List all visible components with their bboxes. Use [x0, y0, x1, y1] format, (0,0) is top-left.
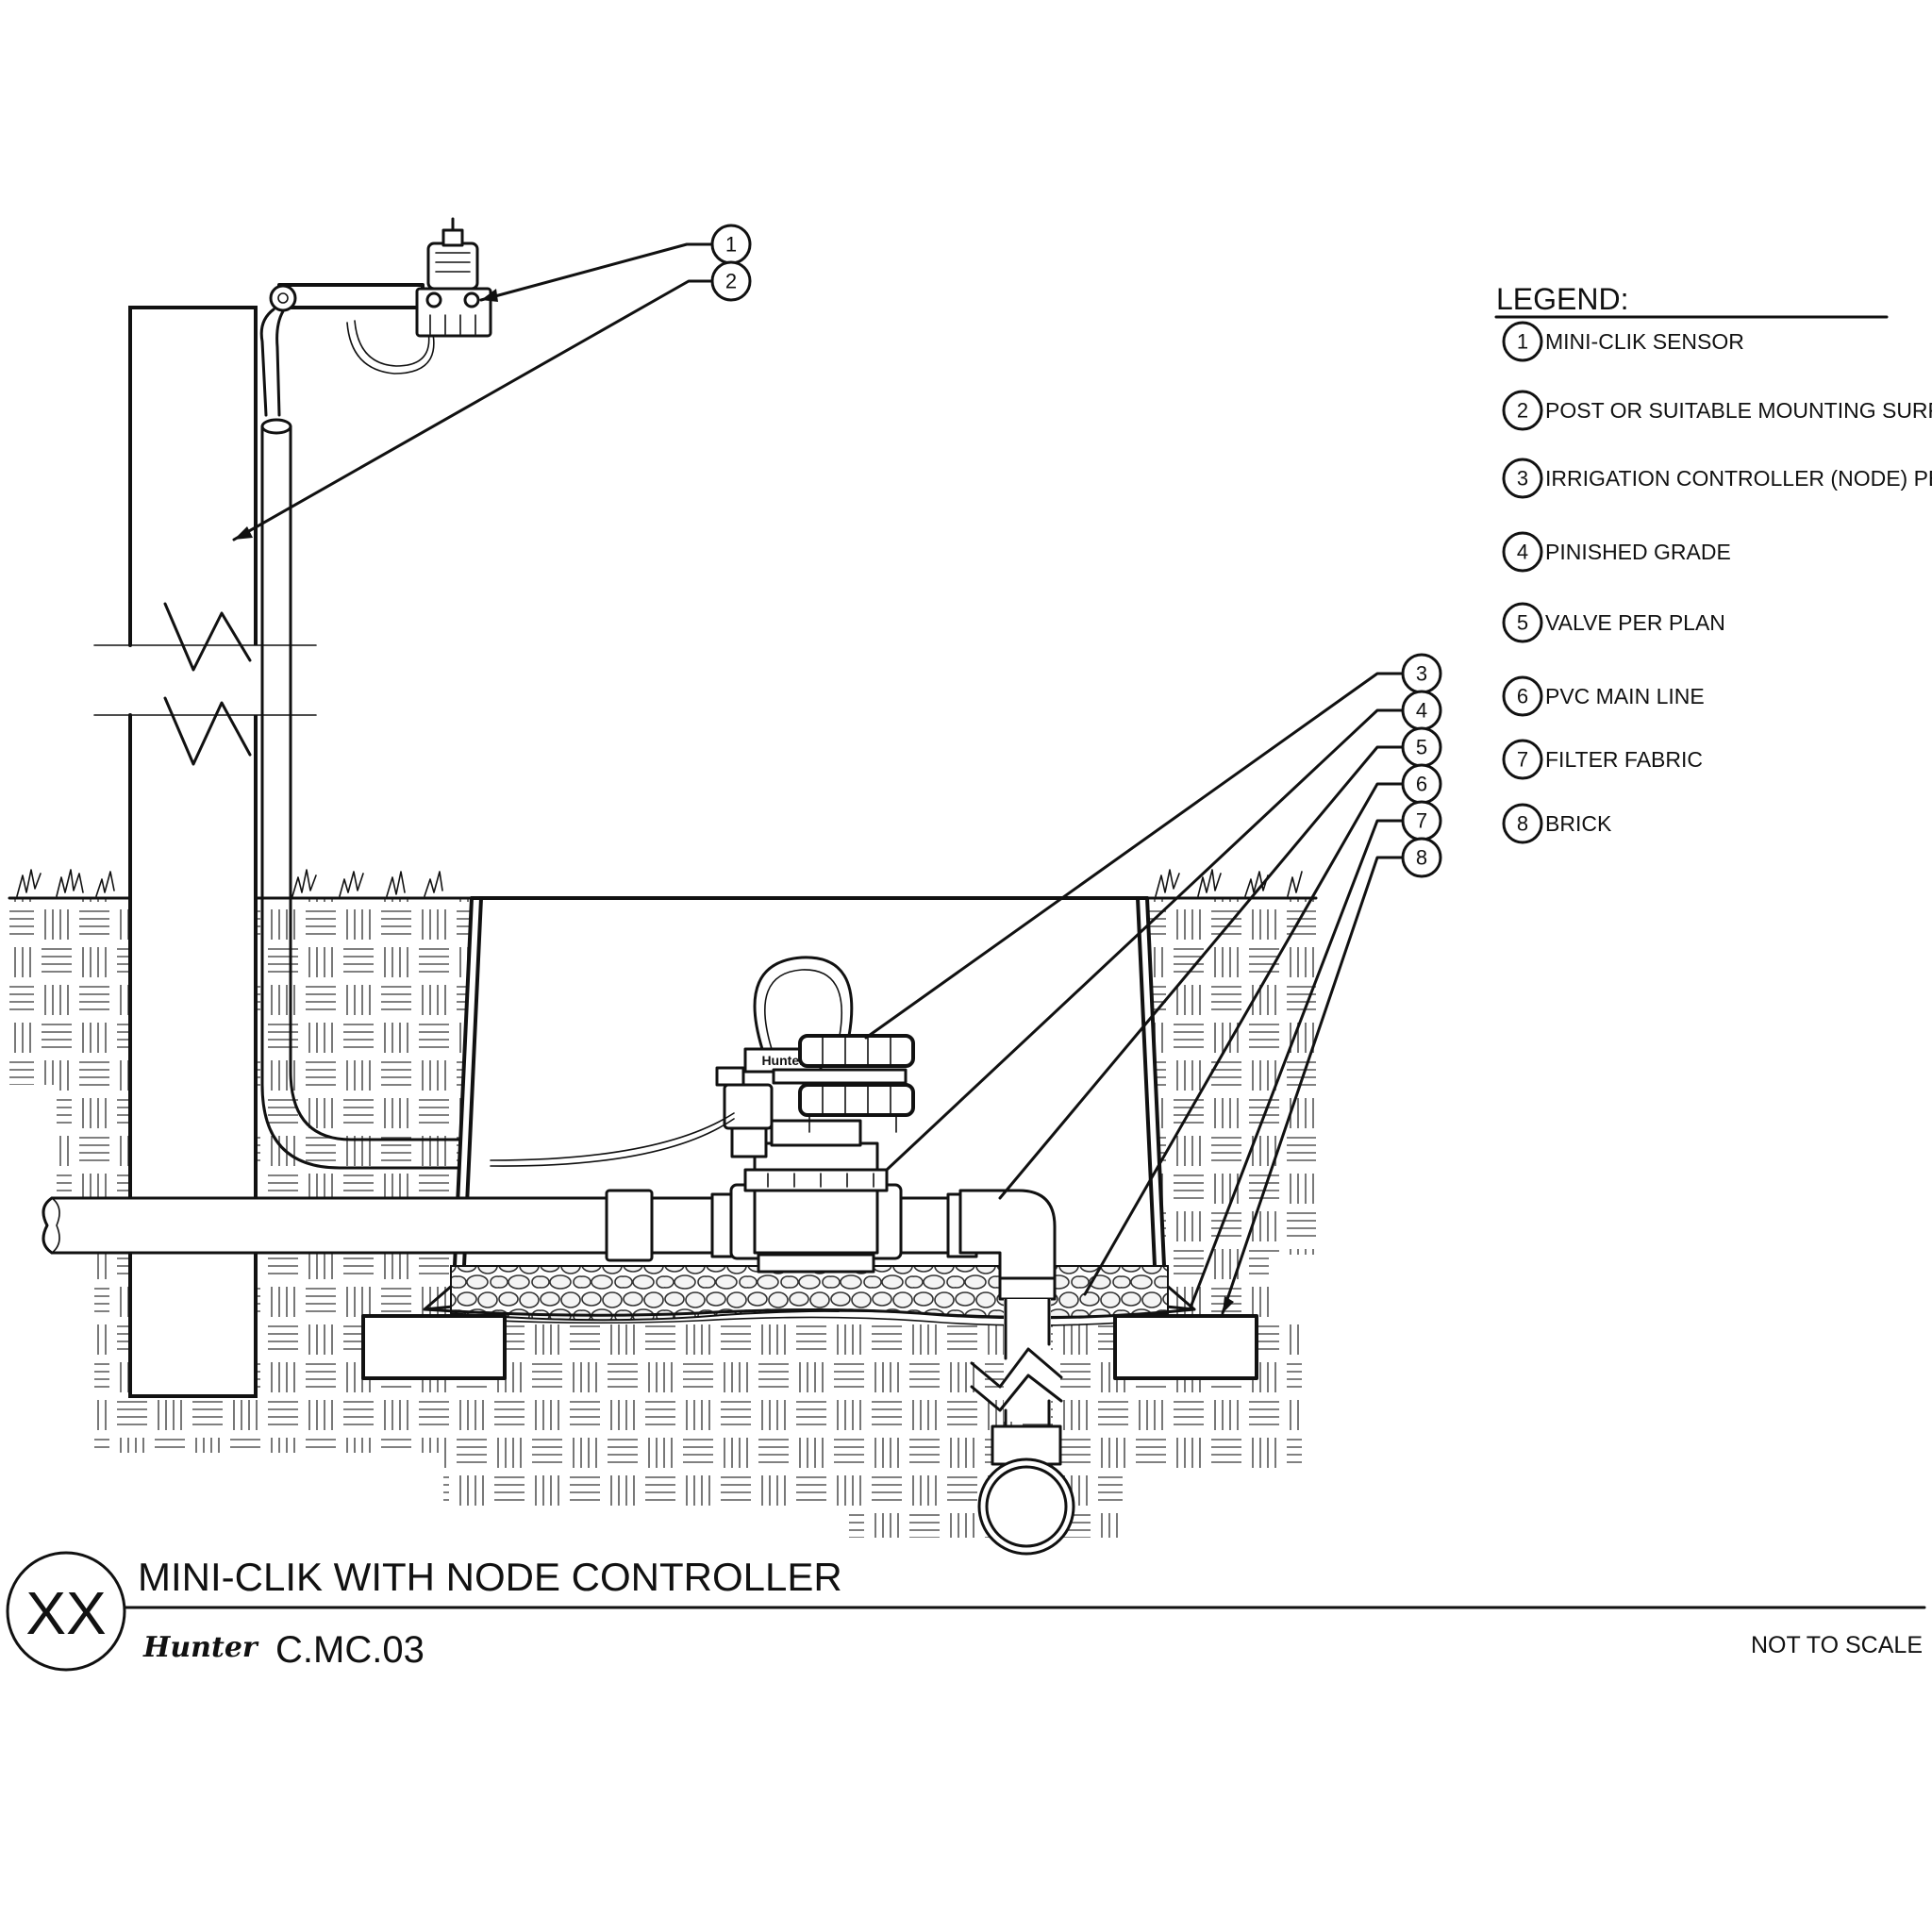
callout-4: 4: [1401, 690, 1442, 731]
controller-brand-label: Hunter: [761, 1053, 805, 1068]
svg-text:7: 7: [1517, 748, 1528, 772]
svg-text:5: 5: [1416, 736, 1427, 759]
svg-text:BRICK: BRICK: [1545, 811, 1612, 836]
legend-item-6: 6 PVC MAIN LINE: [1502, 675, 1705, 717]
svg-text:6: 6: [1416, 773, 1427, 796]
svg-text:5: 5: [1517, 611, 1528, 635]
detail-symbol: XX: [25, 1579, 106, 1647]
svg-text:1: 1: [1517, 330, 1528, 354]
svg-text:IRRIGATION CONTROLLER (NODE) P: IRRIGATION CONTROLLER (NODE) PER PLAN: [1545, 466, 1932, 491]
callout-6: 6: [1401, 763, 1442, 805]
legend-item-8: 8 BRICK: [1502, 803, 1612, 844]
callout-leaders: [232, 242, 1404, 1315]
svg-text:3: 3: [1517, 467, 1528, 491]
callout-7: 7: [1401, 800, 1442, 841]
drawing-title: MINI-CLIK WITH NODE CONTROLLER: [138, 1555, 842, 1599]
legend-item-3: 3 IRRIGATION CONTROLLER (NODE) PER PLAN: [1502, 458, 1932, 499]
filter-fabric: [423, 1307, 1196, 1326]
svg-text:8: 8: [1416, 846, 1427, 870]
svg-text:VALVE PER PLAN: VALVE PER PLAN: [1545, 610, 1725, 635]
elbow-fitting: [958, 1189, 1075, 1556]
legend-title: LEGEND:: [1496, 282, 1628, 316]
valve: Hunter: [715, 1047, 903, 1274]
soil-under-box: [443, 1321, 1302, 1538]
drawing-number: C.MC.03: [275, 1629, 425, 1671]
svg-text:2: 2: [725, 270, 737, 293]
callout-5: 5: [1401, 726, 1442, 768]
svg-text:4: 4: [1416, 699, 1427, 723]
legend-item-7: 7 FILTER FABRIC: [1502, 739, 1703, 780]
svg-text:2: 2: [1517, 399, 1528, 423]
svg-text:PINISHED GRADE: PINISHED GRADE: [1545, 540, 1731, 564]
title-block: XX MINI-CLIK WITH NODE CONTROLLER Hunter…: [6, 1551, 1926, 1672]
svg-text:7: 7: [1416, 809, 1427, 833]
legend-item-2: 2 POST OR SUITABLE MOUNTING SURFACE: [1502, 390, 1932, 431]
bricks: [361, 1314, 1258, 1380]
legend: LEGEND: 1 MINI-CLIK SENSOR 2 POST OR SUI…: [1494, 282, 1932, 844]
legend-item-1: 1 MINI-CLIK SENSOR: [1502, 321, 1744, 362]
soil-right: [1147, 898, 1316, 1434]
svg-text:PVC MAIN LINE: PVC MAIN LINE: [1545, 684, 1705, 708]
svg-text:FILTER FABRIC: FILTER FABRIC: [1545, 747, 1703, 772]
svg-text:3: 3: [1416, 662, 1427, 686]
callout-2: 2: [710, 260, 752, 302]
svg-text:8: 8: [1517, 812, 1528, 836]
legend-item-5: 5 VALVE PER PLAN: [1502, 602, 1725, 643]
svg-text:POST OR SUITABLE MOUNTING SURF: POST OR SUITABLE MOUNTING SURFACE: [1545, 398, 1932, 423]
svg-text:1: 1: [725, 233, 737, 257]
legend-item-4: 4 PINISHED GRADE: [1502, 531, 1731, 573]
node-controller: [490, 956, 915, 1167]
scale-note: NOT TO SCALE: [1751, 1632, 1923, 1658]
mini-clik-sensor: [259, 217, 492, 417]
svg-text:6: 6: [1517, 685, 1528, 708]
hunter-logo: Hunter: [142, 1631, 259, 1664]
callout-arrowheads: [234, 289, 1234, 1313]
callout-8: 8: [1401, 837, 1442, 878]
gravel-sump: [450, 1265, 1169, 1322]
svg-text:MINI-CLIK SENSOR: MINI-CLIK SENSOR: [1545, 329, 1744, 354]
callout-1: 1: [710, 224, 752, 265]
svg-text:4: 4: [1517, 541, 1528, 564]
callout-3: 3: [1401, 653, 1442, 694]
grass-tufts: [16, 869, 1303, 897]
